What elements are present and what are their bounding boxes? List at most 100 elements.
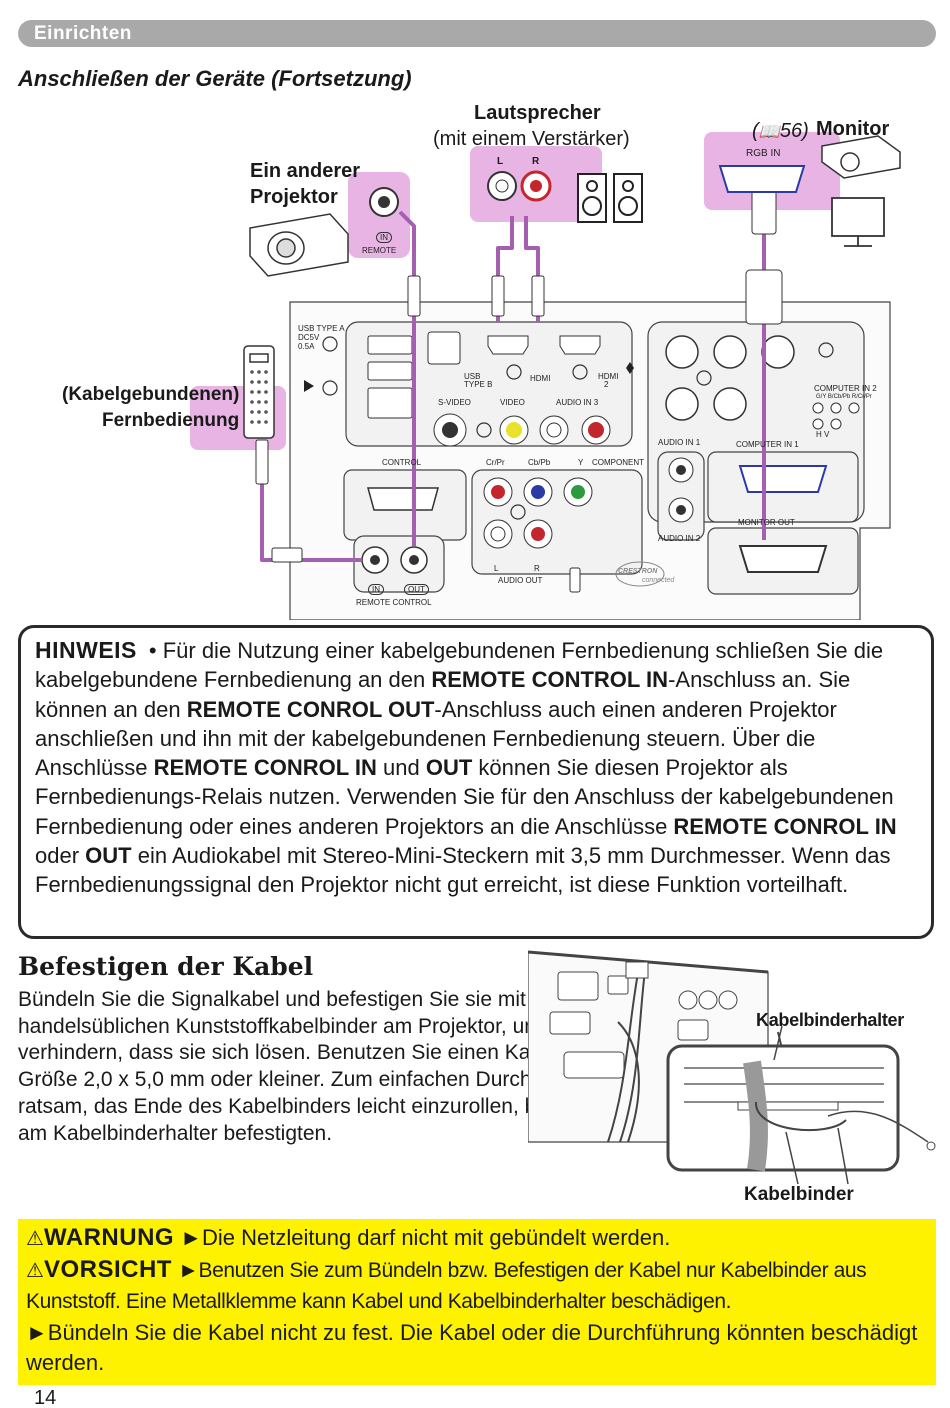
control-label: CONTROL — [382, 458, 422, 467]
audio-out-r-label: R — [534, 564, 540, 573]
wired-remote-label-1: (Kabelgebundenen) — [62, 384, 240, 405]
amp-label: 0.5A — [298, 342, 315, 351]
wired-remote-icon — [243, 345, 275, 439]
lan-port — [367, 387, 413, 419]
crpr-label: Cr/Pr — [486, 458, 505, 467]
page-number: 14 — [34, 1387, 57, 1408]
audio-in1-label: AUDIO IN 1 — [658, 438, 701, 447]
wired-remote-label-2: Fernbedienung — [102, 410, 240, 431]
computer-in2-label: COMPUTER IN 2 — [814, 384, 877, 393]
page-title: Anschließen der Geräte (Fortsetzung) — [18, 66, 412, 91]
note-text-7: ein Audiokabel mit Stereo-Mini-Steckern … — [35, 843, 891, 898]
speaker-l-label: L — [497, 156, 504, 167]
monitor-page-ref: (📖56) — [752, 120, 809, 142]
arrow-marker-1 — [304, 380, 314, 392]
monitor-label: Monitor — [816, 118, 890, 140]
computer-in2-hv: H V — [816, 430, 830, 439]
section-header-label: Einrichten — [34, 23, 132, 44]
audio-out-l-label: L — [494, 564, 499, 573]
usb-b-port — [427, 331, 461, 365]
crestron-text-2: connected — [642, 577, 675, 584]
warning-box: ⚠WARNUNG ►Die Netzleitung darf nicht mit… — [18, 1219, 936, 1385]
cable-tie-holder-label: Kabelbinderhalter — [756, 1010, 904, 1030]
note-bold-3: REMOTE CONROL IN — [153, 755, 377, 781]
computer-in1-label: COMPUTER IN 1 — [736, 440, 799, 449]
diamond-marker — [626, 362, 634, 374]
caution-triangle-icon: ⚠ — [26, 1259, 44, 1282]
hdmi-port-1 — [487, 335, 529, 355]
speaker-icon — [577, 173, 643, 223]
speaker-label: Lautsprecher — [474, 102, 601, 124]
caution-line-2: ►Bündeln Sie die Kabel nicht zu fest. Di… — [26, 1319, 918, 1376]
section-header-bar: Einrichten — [18, 20, 936, 47]
note-bold-5: REMOTE CONROL IN — [673, 813, 897, 839]
rgb-in-port — [718, 165, 806, 193]
rgb-in-label: RGB IN — [746, 148, 781, 159]
note-text-3: -Anschluss auch einen anderen Projektor … — [35, 696, 837, 781]
note-box: HINWEIS• Für die Nutzung einer kabelgebu… — [18, 625, 934, 939]
note-text-2: -Anschluss an. Sie können an den — [35, 667, 851, 722]
warning-triangle-icon: ⚠ — [26, 1228, 44, 1250]
monitor-screen-icon — [831, 197, 885, 247]
audio-out-label: AUDIO OUT — [498, 576, 543, 585]
caution-text: ►Benutzen Sie zum Bündeln bzw. Befestige… — [26, 1258, 867, 1314]
bnc-2 — [713, 335, 747, 369]
security-lock-slot — [569, 567, 581, 593]
monitor-out-label: MONITOR OUT — [738, 518, 795, 527]
y-label: Y — [578, 458, 584, 467]
rc-in-label: IN — [368, 584, 384, 595]
note-bold-6: OUT — [85, 843, 132, 869]
bnc-5 — [713, 387, 747, 421]
speaker-sublabel: (mit einem Verstärker) — [433, 128, 630, 150]
usb-a-port-1 — [367, 335, 413, 355]
monitor-out-port — [738, 545, 828, 573]
hdmi2-label-2: 2 — [604, 380, 609, 389]
warning-line: ⚠WARNUNG ►Die Netzleitung darf nicht mit… — [26, 1223, 928, 1255]
warning-tag: WARNUNG — [43, 1224, 175, 1251]
other-projector-label-2: Projektor — [250, 186, 338, 208]
caution-line: ⚠VORSICHT ►Benutzen Sie zum Bündeln bzw.… — [26, 1255, 928, 1318]
cbpb-label: Cb/Pb — [528, 458, 551, 467]
cables-title: Befestigen der Kabel — [18, 952, 314, 981]
usb-b-label-1: USB — [464, 372, 481, 381]
crestron-logo — [615, 561, 665, 587]
note-text-5: können Sie diesen Projektor als Fernbedi… — [35, 755, 894, 839]
book-icon: 📖 — [758, 122, 780, 141]
bnc-3 — [761, 335, 795, 369]
note-text-4: und — [376, 755, 426, 781]
bnc-4 — [665, 387, 699, 421]
monitor-projector-icon — [821, 135, 901, 179]
connection-diagram: Lautsprecher (mit einem Verstärker) L R … — [18, 100, 936, 620]
warning-text: ►Die Netzleitung darf nicht mit gebündel… — [180, 1225, 671, 1250]
note-text-1: • Für die Nutzung einer kabelgebundenen … — [35, 638, 884, 693]
svideo-label: S-VIDEO — [438, 398, 471, 407]
component-label: COMPONENT — [592, 458, 644, 467]
computer-in1-port — [738, 465, 828, 493]
audio-in3-label: AUDIO IN 3 — [556, 398, 599, 407]
cables-text: Bündeln Sie die Signalkabel und befestig… — [18, 988, 659, 1145]
top-bay — [345, 321, 633, 447]
cable-tie-diagram: Kabelbinderhalter Kabelbinder — [527, 942, 938, 1212]
audio-in2-label: AUDIO IN 2 — [658, 534, 701, 543]
usb-type-a-label: USB TYPE A — [298, 324, 345, 333]
caution-tag: VORSICHT — [43, 1255, 172, 1283]
cable-tie-svg — [527, 950, 936, 1185]
control-port — [367, 487, 439, 511]
usb-b-label-2: TYPE B — [464, 380, 493, 389]
other-projector-in-label: IN — [376, 232, 392, 243]
usb-a-port-2 — [367, 361, 413, 381]
speaker-r-label: R — [532, 156, 540, 167]
rc-out-label: OUT — [404, 584, 429, 595]
other-projector-remote-label: REMOTE — [362, 246, 397, 255]
computer-in2-columns: G/Y B/Cb/Pb R/Cr/Pr — [816, 394, 872, 400]
cable-tie-label: Kabelbinder — [744, 1184, 854, 1205]
connection-diagram-svg — [190, 132, 901, 620]
hdmi-label: HDMI — [530, 374, 551, 383]
other-projector-icon — [249, 213, 349, 277]
dc5v-label: DC5V — [298, 333, 320, 342]
cable-to-other-projector — [398, 210, 416, 546]
video-label: VIDEO — [500, 398, 525, 407]
other-projector-label-1: Ein anderer — [250, 160, 361, 182]
remote-control-label: REMOTE CONTROL — [356, 598, 432, 607]
note-header: HINWEIS — [35, 637, 137, 663]
